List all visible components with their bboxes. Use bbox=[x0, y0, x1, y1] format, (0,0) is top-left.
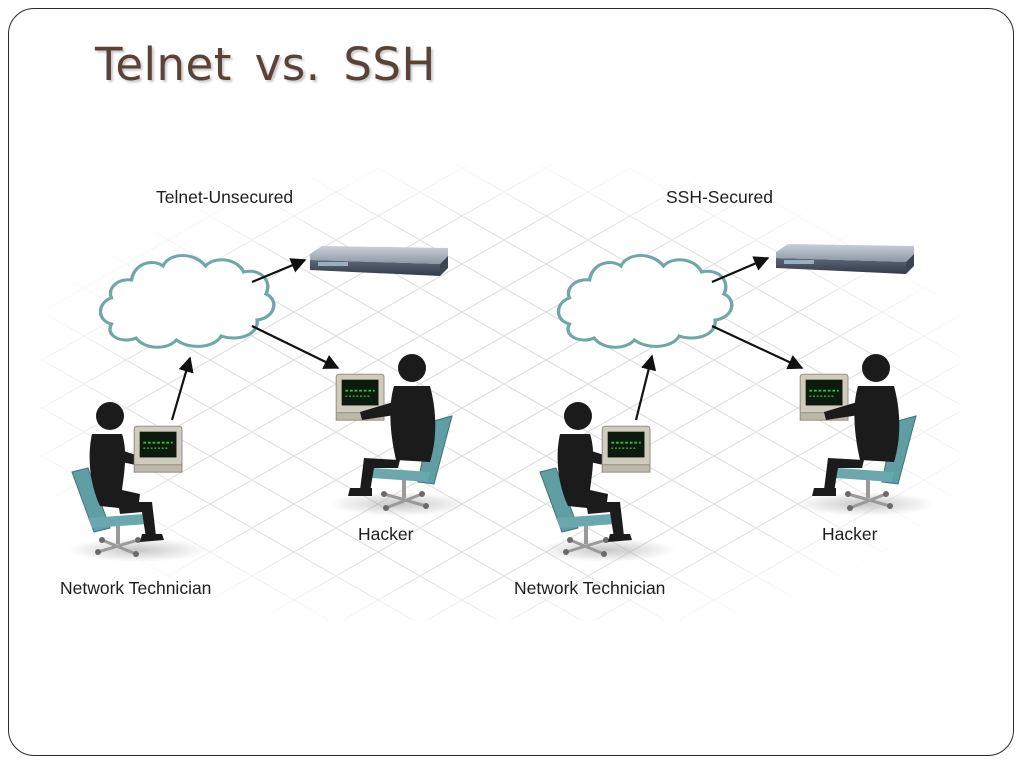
ssh-arrow-cloud-to-router bbox=[711, 256, 770, 284]
telnet-arrow-cloud-to-hacker bbox=[251, 325, 340, 369]
ssh-arrow-tech-to-cloud bbox=[634, 354, 657, 421]
telnet-hacker-label: Hacker bbox=[358, 524, 414, 544]
slide-title: Telnet vs. SSH bbox=[95, 38, 436, 91]
telnet-technician-label: Network Technician bbox=[60, 578, 212, 598]
telnet-arrow-cloud-to-router bbox=[251, 258, 307, 284]
ssh-technician-label: Network Technician bbox=[514, 578, 666, 598]
ssh-panel-title: SSH-Secured bbox=[666, 187, 773, 207]
telnet-arrow-tech-to-cloud bbox=[170, 356, 194, 421]
ssh-panel bbox=[536, 244, 936, 562]
ssh-hacker-label: Hacker bbox=[822, 524, 878, 544]
telnet-panel bbox=[68, 246, 472, 562]
telnet-panel-title: Telnet-Unsecured bbox=[156, 187, 294, 207]
ssh-arrow-cloud-to-hacker bbox=[711, 325, 804, 370]
